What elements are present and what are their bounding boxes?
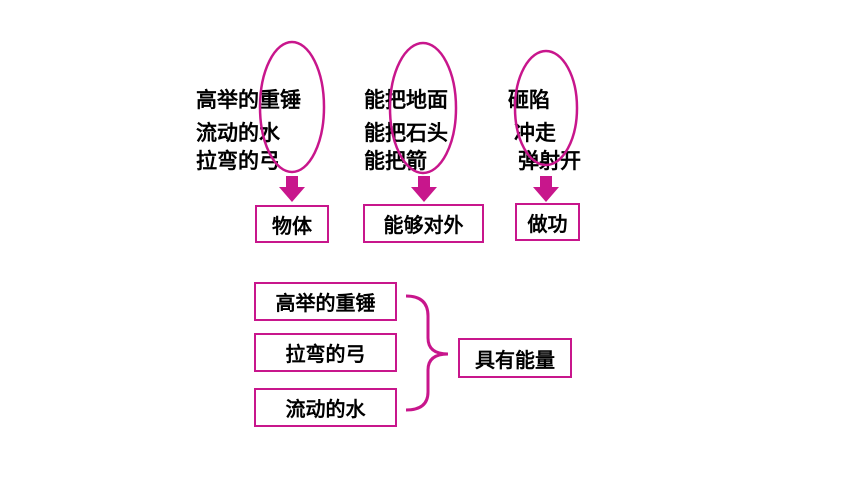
right-brace <box>405 294 449 412</box>
summary-item-2: 拉弯的弓 <box>254 333 397 372</box>
col1-line-2: 流动的水 <box>196 121 280 145</box>
result-box-1: 物体 <box>255 205 329 243</box>
highlight-ellipse-2 <box>388 41 458 175</box>
col2-line-1: 能把地面 <box>364 88 448 112</box>
summary-item-1: 高举的重锤 <box>254 282 397 321</box>
result-box-3: 做功 <box>515 203 580 241</box>
result-box-2: 能够对外 <box>363 204 484 243</box>
down-arrow-2 <box>411 176 437 202</box>
summary-item-3: 流动的水 <box>254 388 397 427</box>
col2-line-3: 能把箭 <box>364 149 427 173</box>
conclusion-box: 具有能量 <box>458 338 572 378</box>
highlight-ellipse-1 <box>258 40 326 174</box>
col1-line-1: 高举的重锤 <box>196 88 301 112</box>
col3-line-3: 弹射开 <box>518 149 581 173</box>
down-arrow-1 <box>279 176 305 202</box>
down-arrow-3 <box>533 176 559 202</box>
col2-line-2: 能把石头 <box>364 121 448 145</box>
col1-line-3: 拉弯的弓 <box>196 149 280 173</box>
highlight-ellipse-3 <box>513 49 579 167</box>
